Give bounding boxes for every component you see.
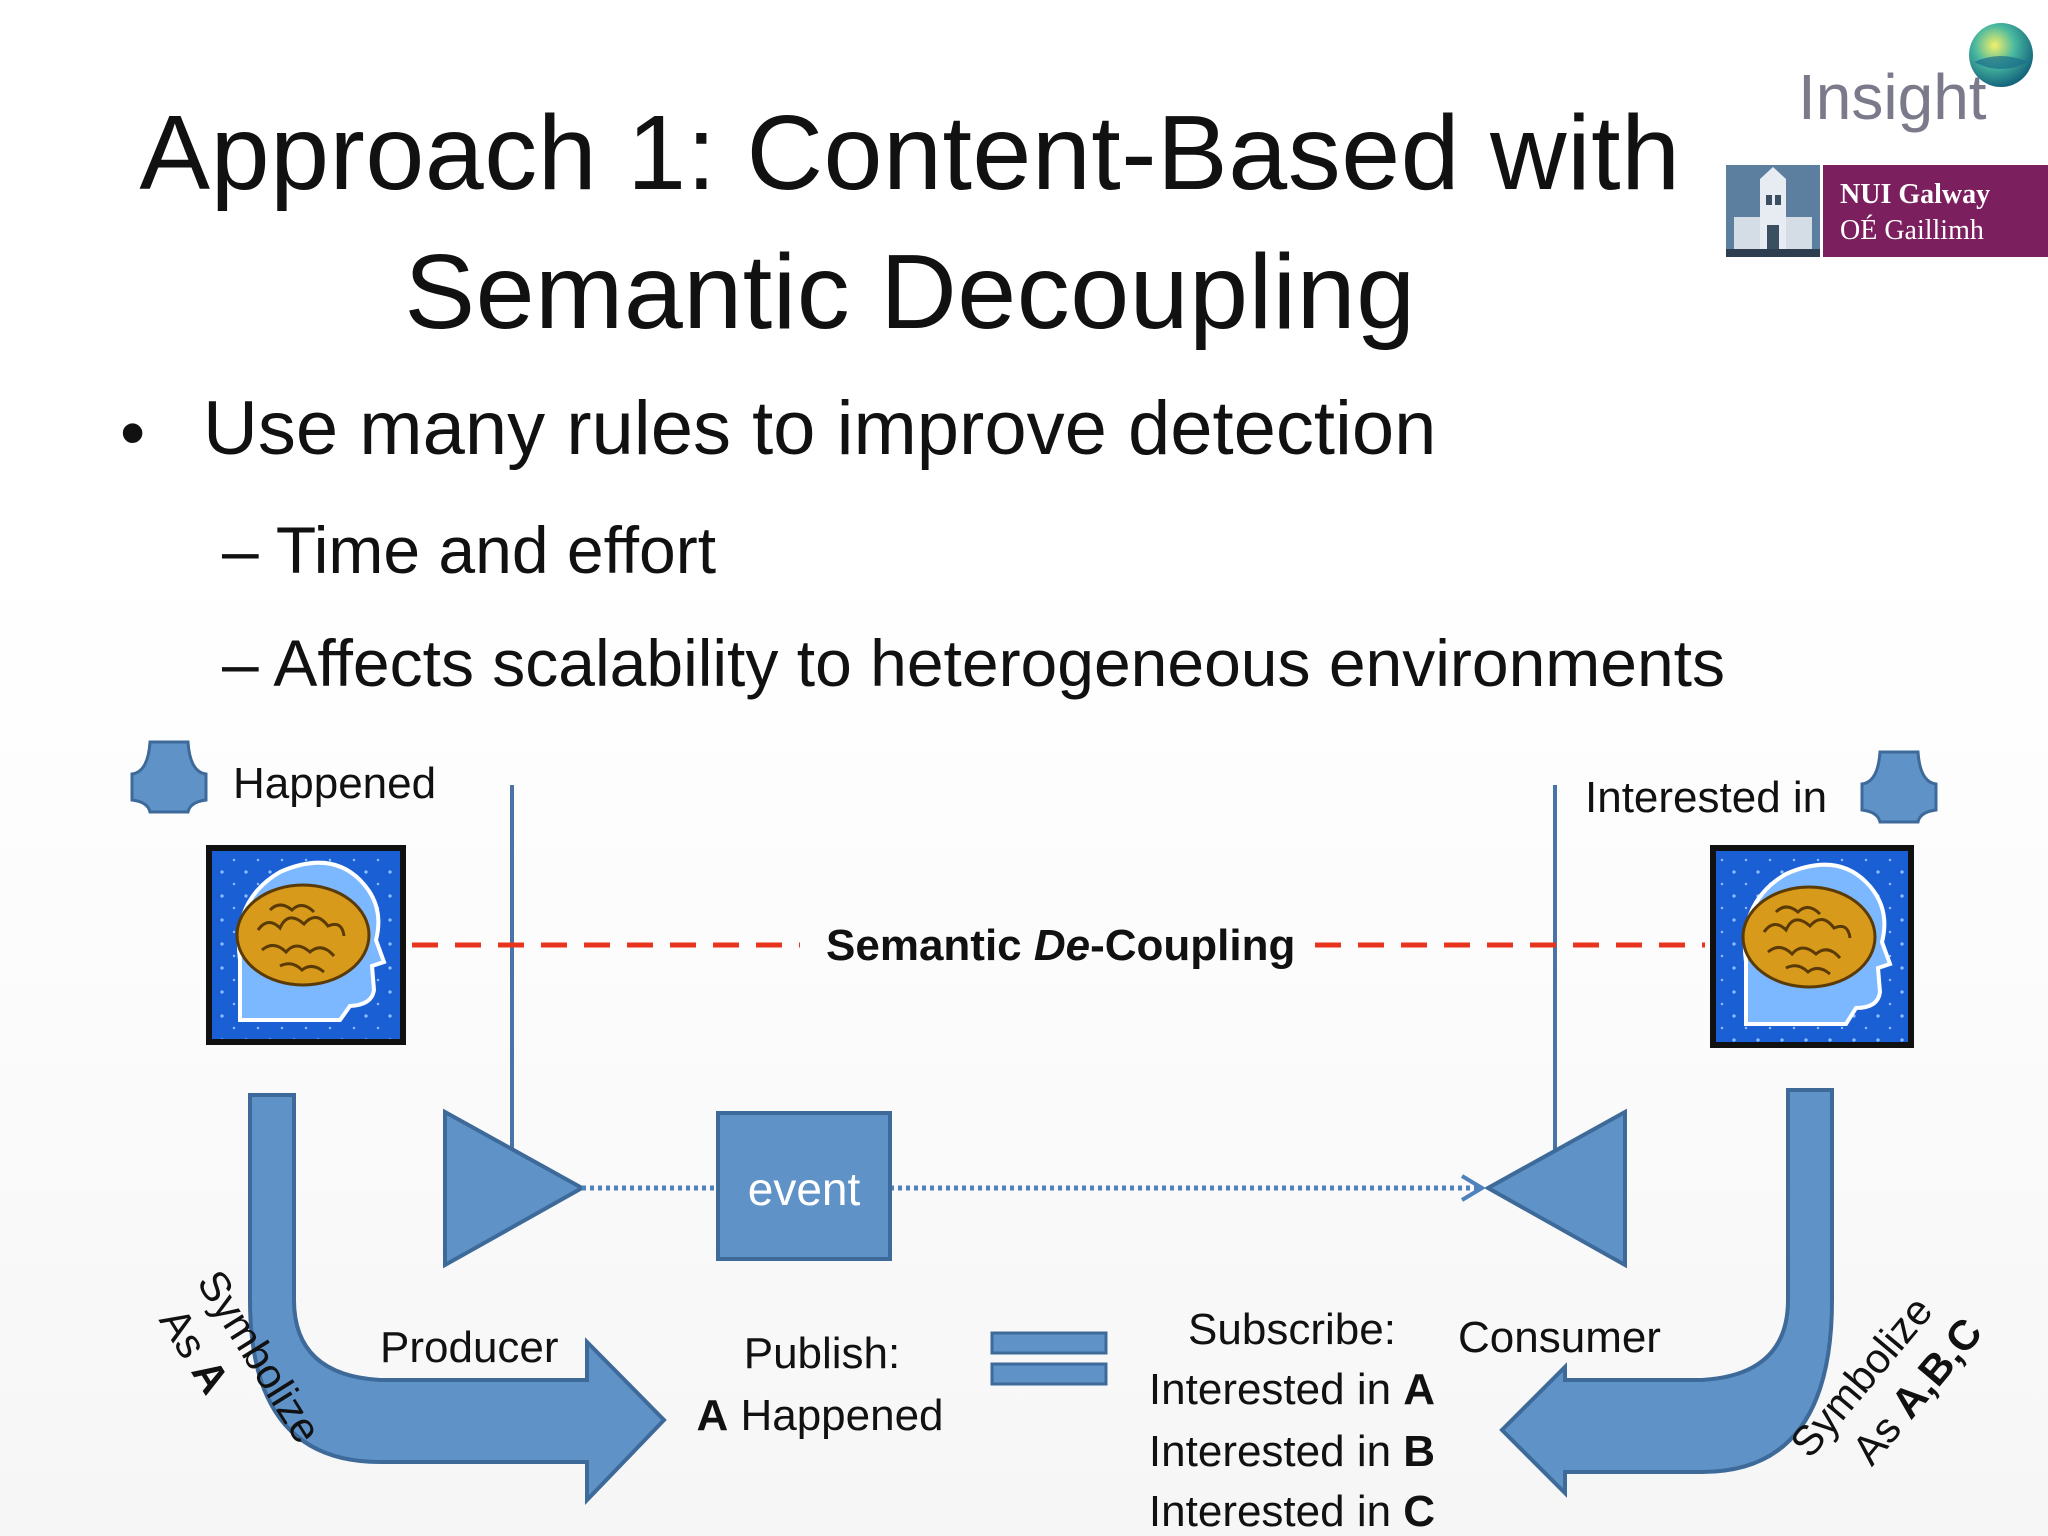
subscribe-item-c-prefix: Interested in	[1149, 1487, 1403, 1536]
nui-galway-logo: NUI Galway OÉ Gaillimh	[1726, 165, 2048, 257]
sub-bullet-2: – Affects scalability to heterogeneous e…	[222, 626, 1726, 700]
interested-label: Interested in	[1585, 773, 1827, 822]
producer-publish-arrow	[248, 1093, 667, 1505]
publish-text: Happened	[728, 1391, 943, 1440]
nui-galway-badge: NUI Galway OÉ Gaillimh	[1823, 165, 2048, 257]
bullet-marker: •	[120, 393, 146, 473]
subscribe-title: Subscribe:	[1188, 1305, 1396, 1354]
consumer-brain-tile	[1710, 845, 1914, 1048]
insight-logo-text: Insight	[1798, 61, 1987, 133]
insight-globe-icon	[1969, 23, 2033, 87]
producer-label: Producer	[380, 1323, 559, 1372]
sub-bullet-1: – Time and effort	[222, 513, 717, 587]
decoupling-prefix: Semantic	[826, 921, 1034, 970]
nui-building-icon	[1726, 165, 1820, 257]
decoupling-suffix: -Coupling	[1090, 921, 1295, 970]
publish-statement: A Happened	[696, 1391, 943, 1440]
subscribe-item-a-prefix: Interested in	[1149, 1365, 1403, 1414]
subscribe-item-b: Interested in B	[1149, 1427, 1435, 1476]
subscribe-item-a: Interested in A	[1149, 1365, 1435, 1414]
logo-block: Insight	[1726, 20, 2048, 260]
interested-connector-icon	[1860, 750, 1938, 824]
subscribe-item-c-symbol: C	[1403, 1487, 1435, 1536]
producer-output-triangle	[443, 1108, 587, 1269]
slide-title-line2: Semantic Decoupling	[404, 233, 1416, 351]
publish-title: Publish:	[744, 1329, 901, 1378]
event-flow-arrowhead-icon	[1460, 1174, 1486, 1202]
decoupling-italic: De	[1034, 921, 1090, 970]
slide-title-line1: Approach 1: Content-Based with	[139, 94, 1681, 212]
equals-bar-bottom	[990, 1362, 1108, 1386]
happened-connector-icon	[130, 740, 208, 814]
equals-bar-top	[990, 1331, 1108, 1355]
nui-galway-irish-name: OÉ Gaillimh	[1840, 215, 1984, 246]
bullet-text: Use many rules to improve detection	[203, 386, 1437, 471]
nui-galway-name: NUI Galway	[1840, 179, 1991, 210]
subscribe-item-b-prefix: Interested in	[1149, 1427, 1403, 1476]
consumer-label: Consumer	[1458, 1313, 1661, 1362]
subscribe-item-b-symbol: B	[1403, 1427, 1435, 1476]
subscribe-item-c: Interested in C	[1149, 1487, 1435, 1536]
happened-label: Happened	[233, 759, 436, 808]
subscribe-item-a-symbol: A	[1403, 1365, 1435, 1414]
event-box	[716, 1111, 892, 1261]
decoupling-label: Semantic De-Coupling	[826, 921, 1295, 970]
event-label: event	[748, 1163, 861, 1215]
consumer-subscribe-arrow	[1499, 1088, 1834, 1498]
producer-brain-tile	[206, 845, 406, 1045]
publish-symbol: A	[696, 1391, 728, 1440]
consumer-input-triangle	[1483, 1108, 1627, 1269]
